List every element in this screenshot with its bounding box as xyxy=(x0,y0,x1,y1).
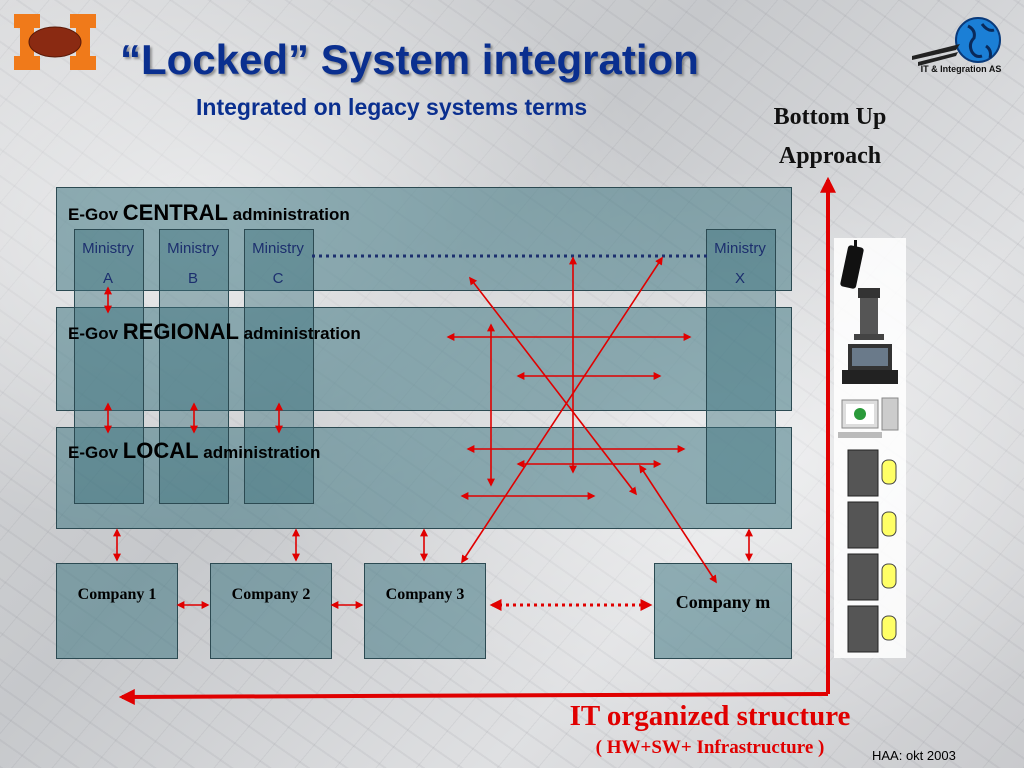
band-label-regional: E-Gov REGIONAL administration xyxy=(68,319,361,344)
desktop-computer-icon xyxy=(838,397,899,438)
company-box-2: Company 2 xyxy=(210,563,332,659)
organization-logo-left xyxy=(14,14,96,70)
company-box-m: Company m xyxy=(654,563,792,659)
ministry-column-c xyxy=(244,229,314,504)
band-label-central: E-Gov CENTRAL administration xyxy=(68,200,350,225)
band-label-local: E-Gov LOCAL administration xyxy=(68,438,321,463)
band-regional xyxy=(56,307,792,411)
company-label-3: Company 3 xyxy=(385,586,465,603)
device-strip xyxy=(834,238,906,658)
company-label-2: Company 2 xyxy=(231,586,311,603)
ministry-column-x xyxy=(706,229,776,504)
bottom-up-line2: Approach xyxy=(778,143,882,169)
band-central xyxy=(56,187,792,291)
page-subtitle: Integrated on legacy systems terms xyxy=(196,94,588,120)
company-box-1: Company 1 xyxy=(56,563,178,659)
it-structure-arrow xyxy=(118,688,829,705)
ministry-column-a xyxy=(74,229,144,504)
company-box-3: Company 3 xyxy=(364,563,486,659)
company-label-m: Company m xyxy=(675,592,771,612)
footer-note: HAA: okt 2003 xyxy=(872,748,956,763)
bottom-up-approach-label: Bottom Up Approach xyxy=(760,98,900,176)
server-database-icon xyxy=(847,449,897,653)
company-label-1: Company 1 xyxy=(77,586,157,603)
it-structure-subtitle: ( HW+SW+ Infrastructure ) xyxy=(595,737,825,758)
globe-icon xyxy=(908,16,1012,80)
kiosk-terminal-icon xyxy=(854,288,884,340)
mobile-phone-icon xyxy=(840,240,864,289)
company-logo-text: IT & Integration AS xyxy=(920,64,1002,74)
bottom-up-line1: Bottom Up xyxy=(773,104,887,130)
it-structure-title: IT organized structure xyxy=(569,700,851,732)
laptop-icon xyxy=(842,344,898,384)
ministry-column-b xyxy=(159,229,229,504)
page-title: “Locked” System integration xyxy=(120,36,699,83)
